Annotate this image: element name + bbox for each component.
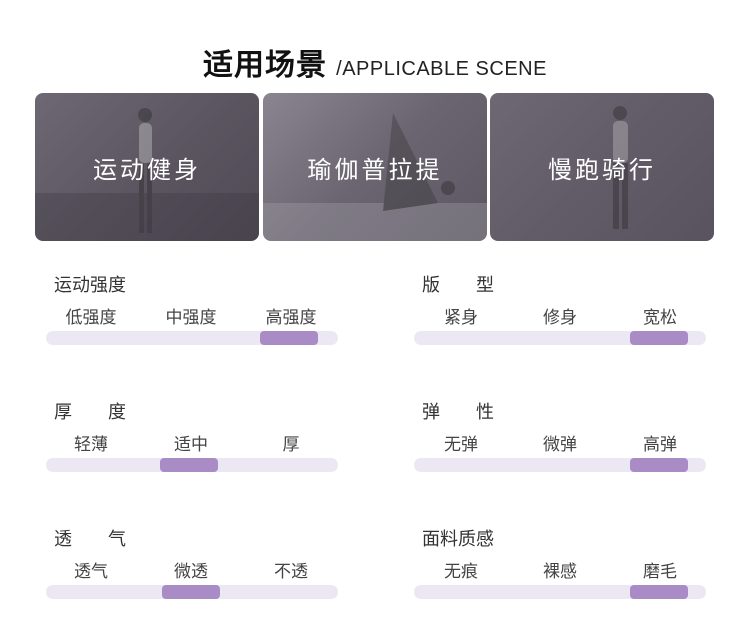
scene-card-fitness: 运动健身: [35, 93, 259, 241]
scene-card-yoga: 瑜伽普拉提: [263, 93, 487, 241]
attribute-fit: 版 型 紧身 修身 宽松: [414, 271, 706, 361]
yoga-silhouette-icon: [263, 113, 487, 241]
attribute-intensity: 运动强度 低强度 中强度 高强度: [46, 271, 338, 361]
option-label: 磨毛: [643, 562, 677, 582]
attribute-title: 弹 性: [422, 402, 494, 423]
level-indicator: [162, 585, 220, 599]
level-track: [414, 331, 706, 345]
option-label: 微透: [174, 562, 208, 582]
attribute-title: 透 气: [54, 529, 126, 550]
option-label: 修身: [543, 308, 577, 328]
attribute-breathability: 透 气 透气 微透 不透: [46, 525, 338, 615]
level-indicator: [630, 458, 688, 472]
option-label: 裸感: [543, 562, 577, 582]
attribute-title: 厚 度: [54, 402, 126, 423]
section-title: 适用场景 /APPLICABLE SCENE: [0, 40, 750, 84]
level-indicator: [630, 331, 688, 345]
option-label: 高强度: [265, 308, 317, 328]
level-track: [46, 331, 338, 345]
attribute-thickness: 厚 度 轻薄 适中 厚: [46, 398, 338, 488]
attribute-title: 面料质感: [422, 529, 494, 550]
option-label: 无痕: [444, 562, 478, 582]
level-indicator: [260, 331, 318, 345]
athlete-silhouette-icon: [35, 108, 259, 241]
level-track: [46, 458, 338, 472]
level-indicator: [160, 458, 218, 472]
title-english: /APPLICABLE SCENE: [336, 58, 547, 80]
scene-card-jogging: 慢跑骑行: [490, 93, 714, 241]
option-label: 轻薄: [74, 435, 108, 455]
option-label: 宽松: [643, 308, 677, 328]
option-label: 高弹: [643, 435, 677, 455]
option-label: 微弹: [543, 435, 577, 455]
level-indicator: [630, 585, 688, 599]
option-label: 透气: [74, 562, 108, 582]
runner-silhouette-icon: [613, 106, 628, 229]
attribute-fabric-texture: 面料质感 无痕 裸感 磨毛: [414, 525, 706, 615]
attribute-title: 版 型: [422, 275, 494, 296]
level-track: [414, 585, 706, 599]
attribute-elasticity: 弹 性 无弹 微弹 高弹: [414, 398, 706, 488]
title-chinese: 适用场景: [203, 48, 328, 83]
level-track: [46, 585, 338, 599]
level-track: [414, 458, 706, 472]
option-label: 无弹: [444, 435, 478, 455]
option-label: 低强度: [65, 308, 117, 328]
scene-label: 慢跑骑行: [548, 155, 656, 184]
option-label: 紧身: [444, 308, 478, 328]
attribute-title: 运动强度: [54, 275, 126, 296]
option-label: 适中: [174, 435, 208, 455]
scene-label: 瑜伽普拉提: [307, 155, 443, 184]
option-label: 厚: [282, 435, 300, 455]
scene-label: 运动健身: [93, 155, 201, 184]
option-label: 中强度: [165, 308, 217, 328]
option-label: 不透: [274, 562, 308, 582]
